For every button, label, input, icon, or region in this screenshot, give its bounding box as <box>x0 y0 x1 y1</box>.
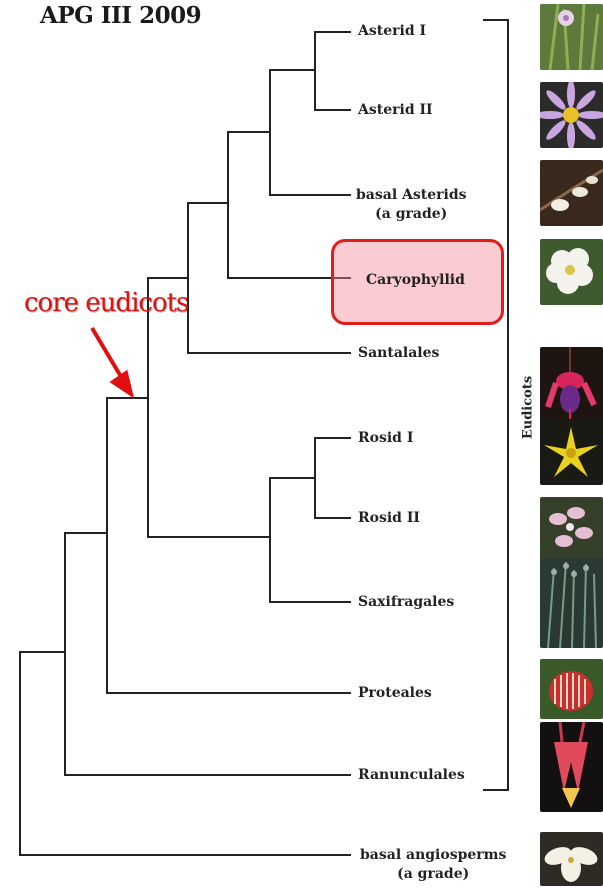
core-eudicots-arrow <box>92 328 123 380</box>
columbine-photo <box>540 722 603 812</box>
grass-flower-photo <box>540 4 603 70</box>
saxifrage-photo <box>540 558 603 648</box>
eudicots-bracket <box>484 20 508 790</box>
leaf-rosid-2: Rosid II <box>358 508 420 528</box>
leaf-basal-angiosperms-name: basal angiosperms <box>360 847 506 863</box>
pink-blossom-photo <box>540 497 603 563</box>
lily-photo <box>540 832 603 886</box>
node-asterids-plus <box>270 70 315 195</box>
yellow-flower-photo <box>540 419 603 485</box>
node-eudicots-inner <box>107 398 148 693</box>
node-asterid-caryo <box>228 132 270 278</box>
leaf-rosid-1: Rosid I <box>358 428 413 448</box>
leaf-santalales: Santalales <box>358 343 439 363</box>
aster-photo <box>540 82 603 148</box>
leaf-caryophyllid: Caryophyllid <box>366 270 465 290</box>
leaf-basal-angiosperms: basal angiosperms (a grade) <box>360 846 506 884</box>
node-superrosids <box>270 478 315 602</box>
leaf-saxifragales: Saxifragales <box>358 592 454 612</box>
node-root <box>20 652 65 855</box>
orchid-branch-photo <box>540 160 603 226</box>
leaf-ranunculales: Ranunculales <box>358 765 465 785</box>
leaf-basal-asterids-sub: (a grade) <box>356 205 467 224</box>
leaf-asterid-1: Asterid I <box>358 21 426 41</box>
leaf-basal-angiosperms-sub: (a grade) <box>360 865 506 884</box>
core-eudicots-arrowhead <box>113 373 131 394</box>
leaf-basal-asterids: basal Asterids (a grade) <box>356 186 467 224</box>
eudicots-label: Eudicots <box>521 368 536 448</box>
protea-photo <box>540 659 603 719</box>
core-eudicots-label: core eudicots <box>24 288 188 318</box>
leaf-proteales: Proteales <box>358 683 432 703</box>
node-eudicots <box>65 533 107 775</box>
leaf-asterid-2: Asterid II <box>358 100 433 120</box>
white-flower-photo <box>540 239 603 305</box>
leaf-basal-asterids-name: basal Asterids <box>356 187 467 203</box>
node-superasterids <box>188 203 228 353</box>
